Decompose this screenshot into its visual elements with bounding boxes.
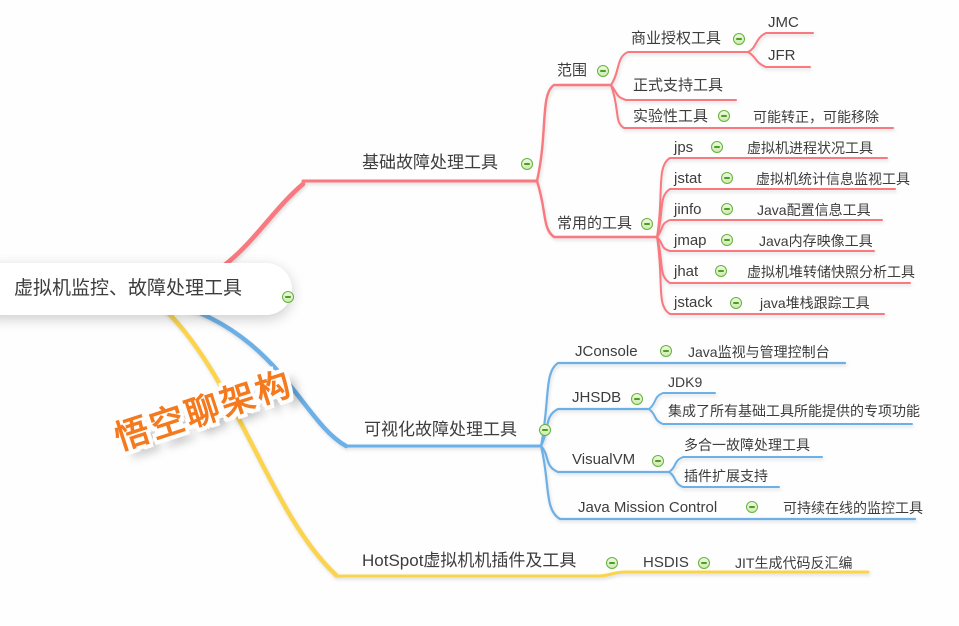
node-basic-tools[interactable]: 基础故障处理工具 [362, 153, 498, 172]
node-commercial-tools[interactable]: 商业授权工具 [631, 30, 722, 47]
collapse-icon[interactable] [521, 158, 533, 170]
node-visualvm[interactable]: VisualVM [572, 451, 636, 468]
node-jstat-note[interactable]: 虚拟机统计信息监视工具 [756, 171, 910, 187]
node-jinfo[interactable]: jinfo [674, 201, 702, 218]
node-visual-tools[interactable]: 可视化故障处理工具 [364, 420, 517, 439]
node-experimental-tools[interactable]: 实验性工具 [633, 108, 709, 125]
node-jps-note[interactable]: 虚拟机进程状况工具 [747, 140, 873, 156]
node-hsdis[interactable]: HSDIS [643, 554, 689, 571]
collapse-icon[interactable] [631, 393, 643, 405]
collapse-icon[interactable] [641, 218, 653, 230]
node-jhsdb-note[interactable]: 集成了所有基础工具所能提供的专项功能 [668, 403, 920, 419]
node-visualvm-multi[interactable]: 多合一故障处理工具 [684, 437, 810, 453]
node-jhat[interactable]: jhat [674, 263, 699, 280]
node-jmap[interactable]: jmap [674, 232, 707, 249]
node-common-tools[interactable]: 常用的工具 [557, 215, 633, 232]
collapse-icon[interactable] [660, 345, 672, 357]
node-visualvm-plugin[interactable]: 插件扩展支持 [684, 468, 768, 484]
node-jdk9[interactable]: JDK9 [668, 374, 703, 390]
node-jmc[interactable]: JMC [768, 14, 799, 31]
node-jinfo-note[interactable]: Java配置信息工具 [757, 202, 871, 218]
collapse-icon[interactable] [746, 501, 758, 513]
collapse-icon[interactable] [721, 172, 733, 184]
node-official-tools[interactable]: 正式支持工具 [633, 77, 724, 94]
node-jhsdb[interactable]: JHSDB [572, 389, 622, 406]
node-jmap-note[interactable]: Java内存映像工具 [759, 233, 873, 249]
collapse-icon[interactable] [721, 203, 733, 215]
node-jhat-note[interactable]: 虚拟机堆转储快照分析工具 [747, 264, 915, 280]
node-jstat[interactable]: jstat [674, 170, 702, 187]
collapse-icon[interactable] [718, 110, 730, 122]
collapse-icon[interactable] [282, 291, 294, 303]
root-topic-label: 虚拟机监控、故障处理工具 [14, 278, 243, 300]
node-jconsole-note[interactable]: Java监视与管理控制台 [688, 344, 830, 360]
collapse-icon[interactable] [721, 234, 733, 246]
collapse-icon[interactable] [597, 65, 609, 77]
collapse-icon[interactable] [539, 424, 551, 436]
node-jconsole[interactable]: JConsole [575, 343, 638, 360]
collapse-icon[interactable] [733, 33, 745, 45]
node-java-mission-control[interactable]: Java Mission Control [578, 499, 718, 516]
node-experimental-note[interactable]: 可能转正，可能移除 [753, 109, 879, 125]
node-hotspot-tools[interactable]: HotSpot虚拟机机插件及工具 [362, 551, 577, 570]
node-hsdis-note[interactable]: JIT生成代码反汇编 [735, 555, 853, 571]
node-jstack-note[interactable]: java堆栈跟踪工具 [760, 295, 870, 311]
node-scope[interactable]: 范围 [557, 62, 588, 79]
node-jstack[interactable]: jstack [674, 294, 713, 311]
collapse-icon[interactable] [606, 557, 618, 569]
node-jps[interactable]: jps [674, 139, 694, 156]
collapse-icon[interactable] [698, 557, 710, 569]
collapse-icon[interactable] [652, 455, 664, 467]
collapse-icon[interactable] [711, 141, 723, 153]
node-jmc-note[interactable]: 可持续在线的监控工具 [783, 500, 923, 516]
collapse-icon[interactable] [715, 265, 727, 277]
collapse-icon[interactable] [730, 297, 742, 309]
root-topic[interactable]: 虚拟机监控、故障处理工具 [0, 263, 292, 315]
node-jfr[interactable]: JFR [768, 47, 796, 64]
